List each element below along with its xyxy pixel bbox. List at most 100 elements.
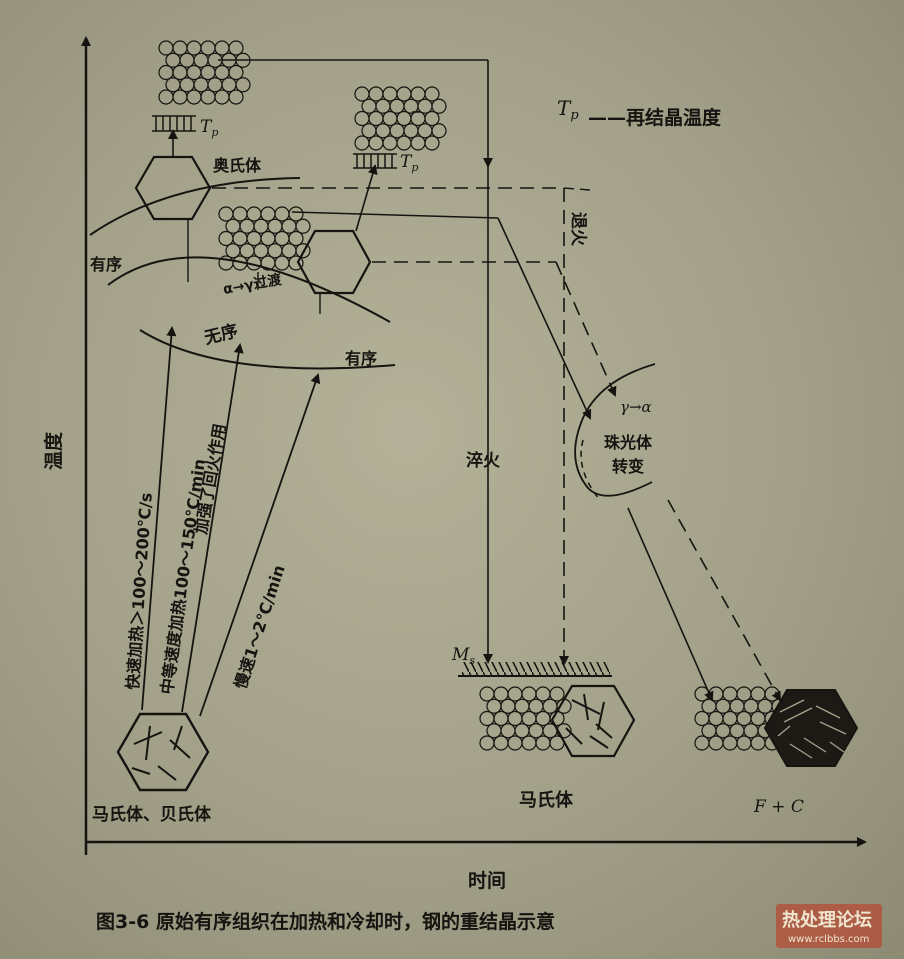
grain-circle xyxy=(417,98,433,114)
grain-circle xyxy=(239,243,255,259)
grain-circle xyxy=(288,230,304,247)
grain-circle xyxy=(361,123,377,139)
medium-heating-line xyxy=(181,343,244,713)
grain-circle xyxy=(172,40,188,56)
grain-circle xyxy=(228,64,244,81)
grain-circle xyxy=(172,64,188,81)
tp-label-left: Tp xyxy=(200,117,218,139)
grain-circle xyxy=(200,40,216,56)
grain-circle xyxy=(694,735,710,751)
pearlite-region-outline xyxy=(574,363,656,497)
austenite-hexagon xyxy=(134,155,212,221)
grain-circle xyxy=(361,98,377,114)
grain-circle xyxy=(288,255,304,271)
starting-structure-hexagon xyxy=(116,712,210,792)
starting-structure-needles xyxy=(131,725,191,781)
x-axis-label: 时间 xyxy=(468,870,506,892)
grain-circle xyxy=(521,735,537,751)
coarse-pearlite-hexagon xyxy=(763,689,859,767)
grain-circle xyxy=(207,77,223,93)
lower-band-curve xyxy=(139,329,396,370)
watermark-url: www.rclbbs.com xyxy=(788,934,869,945)
grain-circle xyxy=(708,686,724,702)
y-axis-label: 温度 xyxy=(42,431,65,470)
grain-circle xyxy=(382,110,398,127)
grain-circle xyxy=(410,135,426,151)
grain-circle xyxy=(424,110,440,127)
grain-circle xyxy=(246,230,262,247)
grain-circle xyxy=(158,89,174,105)
grain-circle xyxy=(701,698,717,714)
grain-circle xyxy=(368,110,384,127)
grain-circle xyxy=(375,123,391,139)
legend-tp-text: ——再结晶温度 xyxy=(588,106,722,129)
tp-label-right: Tp xyxy=(400,152,418,174)
pearlite-to-coarse-arrow xyxy=(667,499,781,702)
grain-circle xyxy=(218,230,234,247)
grain-circle xyxy=(396,86,412,102)
grain-circle xyxy=(403,98,419,114)
grain-circle xyxy=(172,89,188,105)
grain-circle xyxy=(165,77,181,93)
slow-heating-line xyxy=(199,373,321,717)
gamma-alpha-label: γ→α xyxy=(620,398,652,416)
grain-circle xyxy=(694,710,710,727)
fine-grain-cluster-right xyxy=(354,86,447,151)
grain-circle xyxy=(535,710,551,727)
austenite-hexagon-2 xyxy=(296,229,372,295)
grain-circle xyxy=(274,230,290,247)
martensite-label: 马氏体 xyxy=(519,789,574,811)
grain-circle xyxy=(722,735,738,751)
grain-circle xyxy=(410,86,426,102)
dashed-top-right xyxy=(563,187,591,191)
grain-circle xyxy=(493,710,509,727)
grain-circle xyxy=(158,40,174,56)
grain-circle xyxy=(396,135,412,151)
quench-label: 淬火 xyxy=(466,450,501,471)
grain-circle xyxy=(743,698,759,714)
grain-circle xyxy=(743,723,759,739)
grain-circle xyxy=(479,686,495,702)
grain-circle xyxy=(232,230,248,247)
grain-circle xyxy=(186,64,202,81)
grain-circle xyxy=(368,135,384,151)
grain-circle xyxy=(549,686,565,702)
grain-circle xyxy=(214,40,230,56)
grain-circle xyxy=(694,686,710,702)
tp-comb-left xyxy=(152,115,196,132)
grain-circle xyxy=(403,123,419,139)
grain-circle xyxy=(507,735,523,751)
grain-circle xyxy=(288,206,304,222)
grain-circle xyxy=(431,123,447,139)
grain-circle xyxy=(260,206,276,222)
grain-circle xyxy=(158,64,174,81)
grain-circle xyxy=(764,686,780,702)
grain-circle xyxy=(375,98,391,114)
grain-circle xyxy=(528,723,544,739)
grain-circle xyxy=(479,735,495,751)
grain-circle xyxy=(701,723,717,739)
grain-circle xyxy=(165,52,181,68)
grain-circle xyxy=(500,723,516,739)
grain-circle xyxy=(354,110,370,127)
pearlite-to-fine-arrow xyxy=(627,507,714,702)
legend-tp-symbol: Tp xyxy=(557,96,579,123)
grain-circle xyxy=(193,77,209,93)
grain-circle xyxy=(736,735,752,751)
grain-circle xyxy=(507,710,523,727)
pearlite-region-dashed xyxy=(580,439,601,501)
grain-circle xyxy=(389,98,405,114)
dashed-diagonal-to-pearlite xyxy=(555,261,617,397)
grain-circle xyxy=(507,686,523,702)
austenite-label: 奥氏体 xyxy=(213,156,262,175)
grain-circle xyxy=(225,218,241,234)
grain-circle xyxy=(722,710,738,727)
grain-circle xyxy=(750,735,766,751)
grain-circle xyxy=(722,686,738,702)
grain-circle xyxy=(757,698,773,714)
grain-circle xyxy=(535,735,551,751)
grain-circle xyxy=(382,86,398,102)
grain-circle xyxy=(228,89,244,105)
grain-circle xyxy=(715,723,731,739)
